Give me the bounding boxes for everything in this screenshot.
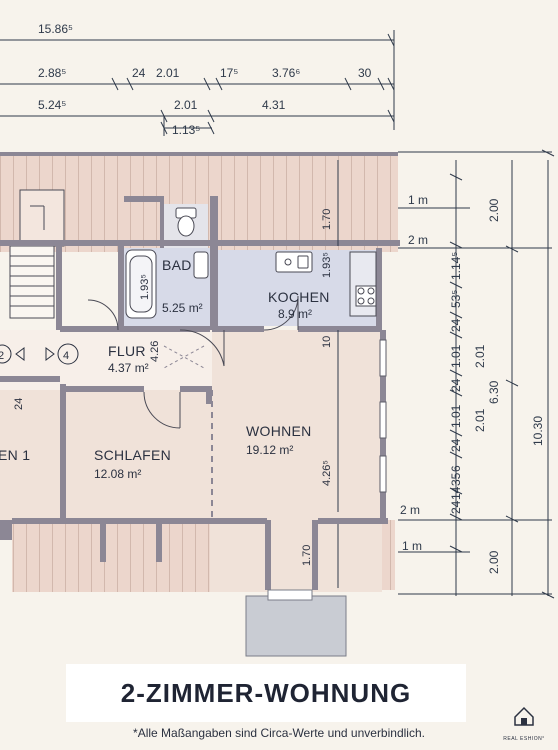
right-dimension-lines bbox=[398, 149, 555, 599]
room-schlafen-area: 12.08 m² bbox=[94, 467, 141, 481]
dim-right-535: 53⁵ bbox=[449, 290, 463, 308]
room-wohnen-area: 19.12 m² bbox=[246, 443, 293, 457]
dim-top-3766: 3.76⁶ bbox=[272, 66, 300, 80]
room-kochen-name: KOCHEN bbox=[268, 289, 330, 305]
dim-right-101b: 1.01 bbox=[449, 404, 463, 428]
room-bad-area: 5.25 m² bbox=[162, 301, 203, 315]
schlafen-floor bbox=[66, 390, 212, 520]
dim-inner-170-top: 1.70 bbox=[321, 209, 333, 230]
page-title: 2-ZIMMER-WOHNUNG bbox=[120, 677, 412, 708]
flur-floor bbox=[66, 330, 212, 390]
dim-right-14: 14 bbox=[449, 486, 463, 500]
dim-top-24: 24 bbox=[132, 66, 146, 80]
balcony bbox=[245, 589, 347, 657]
dim-top-201a: 2.01 bbox=[156, 66, 180, 80]
top-dimension-lines bbox=[0, 30, 395, 136]
dim-top-175: 17⁵ bbox=[220, 66, 238, 80]
wohnen-floor bbox=[210, 330, 382, 592]
room-zimmer1-name: EN 1 bbox=[0, 447, 30, 463]
dim-right-630: 6.30 bbox=[487, 380, 501, 404]
stair-marker-4 bbox=[57, 343, 79, 365]
staircase bbox=[9, 189, 65, 319]
bath-fixtures bbox=[125, 207, 209, 319]
dim-right-24d: 24 bbox=[449, 500, 463, 514]
dim-right-201a: 2.01 bbox=[473, 344, 487, 368]
stair-label-2: 2 bbox=[0, 350, 4, 362]
doors bbox=[87, 295, 299, 429]
dim-top-5245: 5.24⁵ bbox=[38, 98, 66, 112]
dim-top-431: 4.31 bbox=[262, 98, 286, 112]
dim-right-200-bottom: 2.00 bbox=[487, 550, 501, 574]
dim-top-2885: 2.88⁵ bbox=[38, 66, 66, 80]
sink-icon bbox=[193, 251, 209, 279]
dim-right-35: 35 bbox=[449, 472, 463, 486]
floor-plan: 2 4 15. bbox=[0, 22, 555, 657]
slope-2m-top: 2 m bbox=[408, 233, 428, 247]
slope-1m-bottom: 1 m bbox=[402, 539, 422, 553]
dim-right-201b: 2.01 bbox=[473, 408, 487, 432]
stair-marker-2 bbox=[0, 344, 12, 364]
room-schlafen-name: SCHLAFEN bbox=[94, 447, 171, 463]
dim-right-6: 6 bbox=[449, 465, 463, 472]
disclaimer-note: *Alle Maßangaben sind Circa-Werte und un… bbox=[133, 726, 425, 740]
dim-right-200-top: 2.00 bbox=[487, 198, 501, 222]
dim-right-24b: 24 bbox=[449, 378, 463, 392]
dim-inner-10: 10 bbox=[321, 336, 333, 348]
stove-icon bbox=[355, 285, 377, 307]
zimmer1-floor bbox=[0, 390, 60, 520]
room-flur-dim: 4.26 bbox=[149, 341, 161, 362]
room-flur-area: 4.37 m² bbox=[108, 361, 149, 375]
arrow-right-icon bbox=[45, 347, 55, 361]
room-flur-name: FLUR bbox=[108, 343, 146, 359]
slope-1m-top: 1 m bbox=[408, 193, 428, 207]
slope-2m-bottom: 2 m bbox=[400, 503, 420, 517]
dim-right-101a: 1.01 bbox=[449, 344, 463, 368]
dim-inner-24: 24 bbox=[13, 398, 25, 410]
brand-logo: REAL ESHION° bbox=[494, 705, 554, 745]
dim-right-24c: 24 bbox=[449, 438, 463, 452]
dim-top-1135: 1.13⁵ bbox=[172, 123, 200, 137]
room-bad-name: BAD bbox=[162, 257, 192, 273]
room-wohnen-dim: 4.26⁵ bbox=[321, 460, 333, 486]
brand-logo-text: REAL ESHION° bbox=[503, 736, 545, 742]
room-kochen-area: 8.9 m² bbox=[278, 307, 312, 321]
dashed-flur-line-2 bbox=[163, 345, 205, 369]
title-banner: 2-ZIMMER-WOHNUNG bbox=[66, 664, 466, 722]
stair-label-4: 4 bbox=[63, 350, 69, 362]
dashed-flur-line bbox=[163, 345, 205, 369]
dim-top-201b: 2.01 bbox=[174, 98, 198, 112]
dim-right-1030: 10.30 bbox=[531, 416, 545, 446]
windows-right bbox=[379, 339, 387, 493]
arrow-left-icon bbox=[15, 347, 25, 361]
stair-markers: 2 4 bbox=[0, 343, 79, 365]
house-logo-icon bbox=[514, 706, 534, 726]
dim-right-1145: 1.14⁵ bbox=[449, 252, 463, 280]
kitchen-fixtures bbox=[275, 251, 377, 317]
dim-inner-170-bottom: 1.70 bbox=[301, 545, 313, 566]
room-kochen-dim: 1.93⁵ bbox=[321, 252, 333, 278]
dim-right-24a: 24 bbox=[449, 318, 463, 332]
room-bad-dim: 1.93⁵ bbox=[139, 274, 151, 300]
dim-top-30: 30 bbox=[358, 66, 372, 80]
room-wohnen-name: WOHNEN bbox=[246, 423, 312, 439]
dim-top-total: 15.86⁵ bbox=[38, 22, 73, 36]
